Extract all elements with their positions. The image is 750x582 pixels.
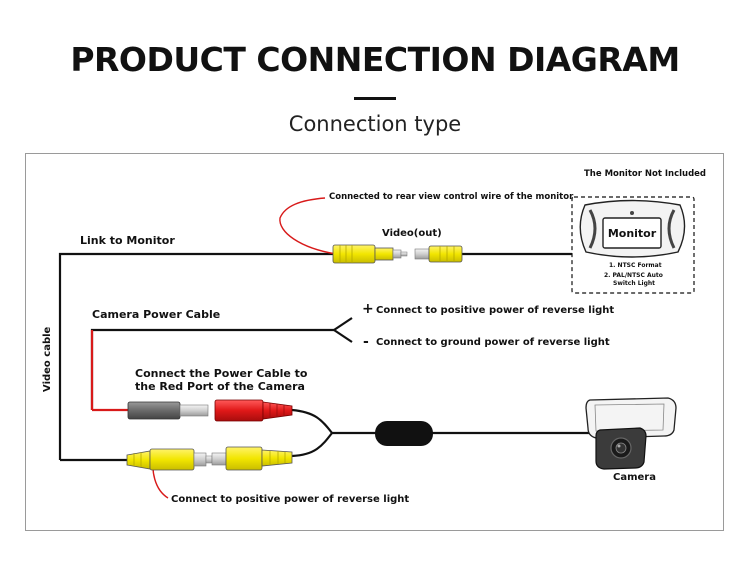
video-cable-wire <box>58 252 333 460</box>
positive-power-label: Connect to positive power of reverse lig… <box>376 305 615 316</box>
merge-wire <box>291 408 334 458</box>
power-to-red-port-line2: the Red Port of the Camera <box>135 380 305 393</box>
bottom-positive-power-label: Connect to positive power of reverse lig… <box>171 494 410 505</box>
cable-junction <box>375 421 433 446</box>
monitor-device <box>571 196 695 294</box>
video-out-female-plug <box>414 245 463 263</box>
power-to-red-port-line1: Connect the Power Cable to <box>135 367 308 380</box>
camera-device <box>585 397 677 470</box>
video-out-male-plug <box>332 244 408 264</box>
bottom-yellow-female-plug <box>211 446 293 471</box>
bottom-yellow-male-plug <box>126 448 213 471</box>
power-gray-plug <box>127 401 209 420</box>
page-title: PRODUCT CONNECTION DIAGRAM <box>70 40 680 79</box>
camera-power-cable-label: Camera Power Cable <box>92 308 221 321</box>
ground-power-label: Connect to ground power of reverse light <box>376 337 610 348</box>
power-split-wire <box>333 317 353 343</box>
negative-sign: - <box>363 334 369 350</box>
monitor-not-included-label: The Monitor Not Included <box>584 169 707 179</box>
monitor-format-line3: Switch Light <box>613 280 656 287</box>
link-to-monitor-label: Link to Monitor <box>80 234 175 247</box>
title-underline <box>354 97 396 100</box>
diagram-frame <box>25 153 724 531</box>
main-wires <box>58 252 592 462</box>
rear-view-leader <box>279 197 337 255</box>
monitor-format-line1: 1. NTSC Format <box>609 262 662 269</box>
rear-view-wire-label: Connected to rear view control wire of t… <box>329 192 574 202</box>
video-cable-label: Video cable <box>42 326 53 392</box>
red-leader-lines <box>90 197 337 499</box>
power-red-plug <box>214 399 293 422</box>
page-subtitle: Connection type <box>288 112 462 136</box>
positive-sign: + <box>362 301 374 317</box>
monitor-format-line2: 2. PAL/NTSC Auto <box>604 272 663 279</box>
camera-label: Camera <box>613 472 656 483</box>
video-out-label: Video(out) <box>382 228 442 239</box>
monitor-screen-label: Monitor <box>607 227 657 240</box>
